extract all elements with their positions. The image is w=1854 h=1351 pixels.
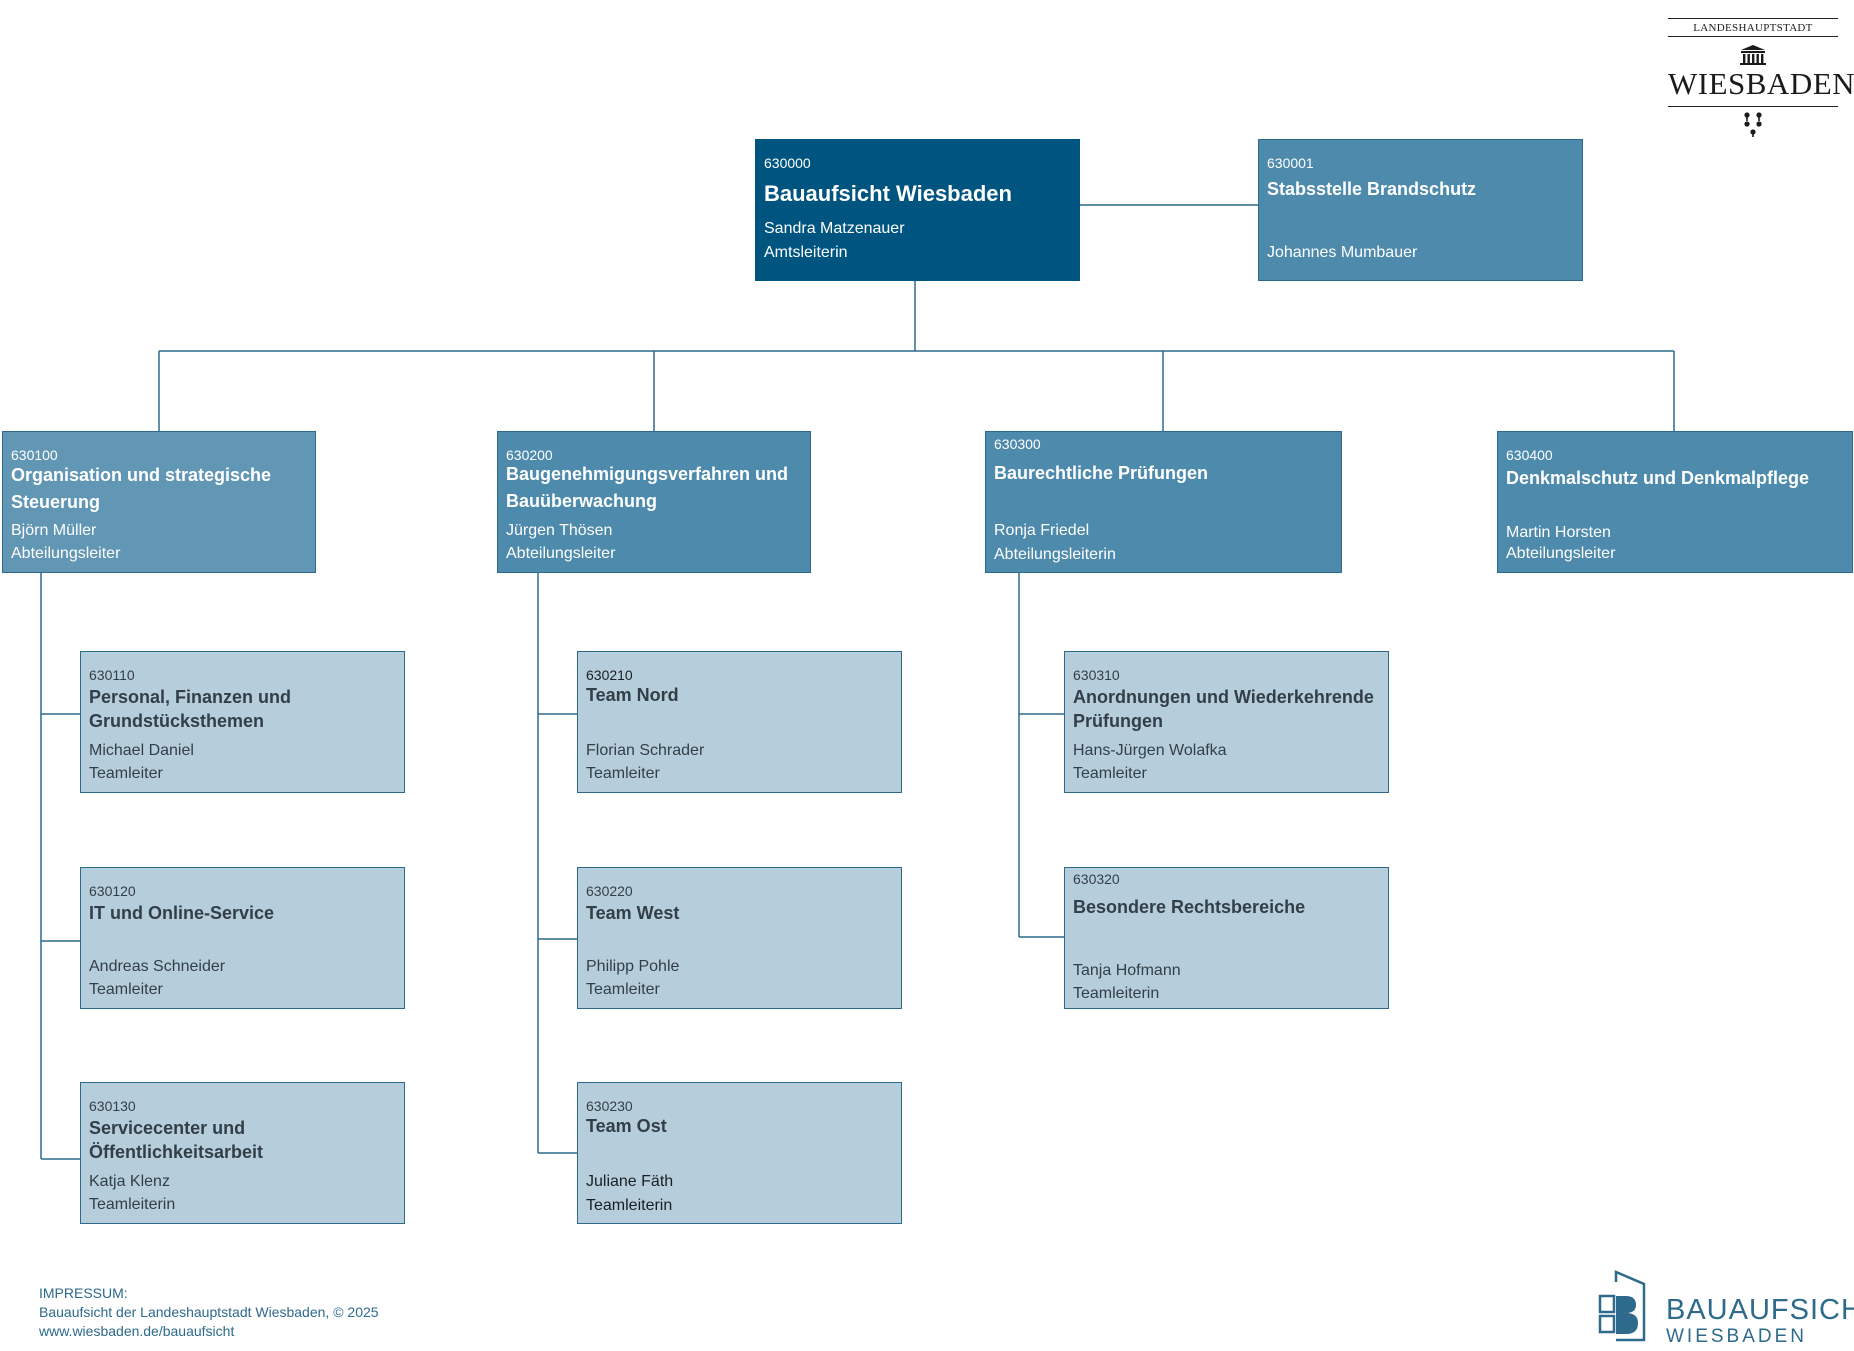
unit-title: Team West	[586, 903, 680, 923]
unit-person: Katja Klenz	[89, 1173, 170, 1190]
unit-person: Ronja Friedel	[994, 522, 1090, 539]
unit-person: Michael Daniel	[89, 742, 194, 759]
unit-title: Bauaufsicht Wiesbaden	[764, 181, 1012, 206]
team-630120[interactable]: 630120 IT und Online-Service Andreas Sch…	[80, 867, 405, 1009]
unit-person: Jürgen Thösen	[506, 522, 613, 539]
unit-title: Anordnungen und Wiederkehrende Prüfungen	[1073, 687, 1374, 731]
team-630320[interactable]: 630320 Besondere Rechtsbereiche Tanja Ho…	[1064, 867, 1389, 1009]
unit-role: Amtsleiterin	[764, 244, 848, 261]
brand-word-2: WIESBADEN	[1666, 1326, 1808, 1347]
unit-person: Philipp Pohle	[586, 958, 680, 975]
unit-title: Personal, Finanzen und Grundstücksthemen	[89, 687, 292, 731]
unit-title: Baurechtliche Prüfungen	[994, 463, 1209, 483]
wiesbaden-city-logo: LANDESHAUPTSTADT WIESBADEN	[1668, 14, 1854, 137]
unit-code: 630220	[586, 883, 633, 899]
unit-person: Hans-Jürgen Wolafka	[1073, 742, 1227, 759]
team-630230[interactable]: 630230 Team Ost Juliane Fäth Teamleiteri…	[577, 1082, 902, 1224]
unit-person: Andreas Schneider	[89, 958, 226, 975]
unit-title: Denkmalschutz und Denkmalpflege	[1506, 468, 1810, 488]
unit-code: 630000	[764, 155, 811, 171]
unit-role: Abteilungsleiter	[506, 545, 616, 562]
unit-code: 630130	[89, 1098, 136, 1114]
unit-title: Besondere Rechtsbereiche	[1073, 897, 1306, 917]
impressum-line-1: Bauaufsicht der Landeshauptstadt Wiesbad…	[39, 1304, 379, 1320]
unit-title: Stabsstelle Brandschutz	[1267, 179, 1477, 199]
unit-role: Teamleiter	[1073, 765, 1147, 782]
unit-code: 630230	[586, 1098, 633, 1114]
unit-title: IT und Online-Service	[89, 903, 275, 923]
team-630210[interactable]: 630210 Team Nord Florian Schrader Teamle…	[577, 651, 902, 793]
unit-person: Björn Müller	[11, 522, 97, 539]
org-unit-head[interactable]: 630000 Bauaufsicht Wiesbaden Sandra Matz…	[755, 139, 1080, 281]
unit-code: 630110	[89, 667, 135, 683]
team-630130[interactable]: 630130 Servicecenter und Öffentlichkeits…	[80, 1082, 405, 1224]
unit-title: Servicecenter und Öffentlichkeitsarbeit	[89, 1118, 264, 1162]
department-630200[interactable]: 630200 Baugenehmigungsverfahren und Bauü…	[497, 431, 811, 573]
unit-code: 630100	[11, 447, 58, 463]
unit-role: Abteilungsleiter	[1506, 545, 1616, 562]
team-630220[interactable]: 630220 Team West Philipp Pohle Teamleite…	[577, 867, 902, 1009]
unit-person: Martin Horsten	[1506, 524, 1611, 541]
bauaufsicht-logo: BAUAUFSICHT WIESBADEN	[1596, 1268, 1854, 1347]
unit-role: Abteilungsleiter	[11, 545, 121, 562]
unit-person: Juliane Fäth	[586, 1173, 674, 1190]
brand-word-1: BAUAUFSICHT	[1666, 1294, 1854, 1326]
unit-role: Teamleiter	[89, 981, 163, 998]
impressum: IMPRESSUM: Bauaufsicht der Landeshauptst…	[39, 1284, 379, 1341]
unit-title: Team Nord	[586, 685, 679, 705]
logo-rule	[1668, 106, 1838, 107]
logo-top-label: LANDESHAUPTSTADT	[1668, 18, 1838, 37]
department-630400[interactable]: 630400 Denkmalschutz und Denkmalpflege M…	[1497, 431, 1853, 573]
unit-role: Teamleiterin	[1073, 985, 1160, 1002]
bauaufsicht-mark-icon	[1598, 1270, 1646, 1342]
impressum-label: IMPRESSUM:	[39, 1285, 128, 1301]
unit-code: 630200	[506, 447, 553, 463]
unit-person: Sandra Matzenauer	[764, 220, 905, 237]
unit-code: 630120	[89, 883, 136, 899]
unit-title: Baugenehmigungsverfahren und Bauüberwach…	[506, 464, 789, 511]
unit-title: Team Ost	[586, 1116, 667, 1136]
logo-name: WIESBADEN	[1668, 66, 1854, 101]
unit-code: 630210	[586, 667, 633, 683]
team-630110[interactable]: 630110 Personal, Finanzen und Grundstück…	[80, 651, 405, 793]
org-unit-staff[interactable]: 630001 Stabsstelle Brandschutz Johannes …	[1258, 139, 1583, 281]
unit-person: Florian Schrader	[586, 742, 705, 759]
unit-code: 630320	[1073, 871, 1120, 887]
unit-role: Teamleiter	[89, 765, 163, 782]
unit-code: 630310	[1073, 667, 1120, 683]
team-630310[interactable]: 630310 Anordnungen und Wiederkehrende Pr…	[1064, 651, 1389, 793]
unit-person: Tanja Hofmann	[1073, 962, 1181, 979]
unit-role: Teamleiter	[586, 765, 660, 782]
unit-role: Abteilungsleiterin	[994, 546, 1116, 563]
unit-code: 630400	[1506, 447, 1553, 463]
impressum-link[interactable]: www.wiesbaden.de/bauaufsicht	[39, 1323, 235, 1339]
unit-role: Teamleiterin	[586, 1197, 673, 1214]
department-630300[interactable]: 630300 Baurechtliche Prüfungen Ronja Fri…	[985, 431, 1342, 573]
unit-role: Teamleiter	[586, 981, 660, 998]
unit-code: 630300	[994, 436, 1041, 452]
unit-code: 630001	[1267, 155, 1314, 171]
unit-role: Teamleiterin	[89, 1196, 176, 1213]
department-630100[interactable]: 630100 Organisation und strategische Ste…	[2, 431, 316, 573]
unit-person: Johannes Mumbauer	[1267, 244, 1418, 261]
unit-title: Organisation und strategische Steuerung	[11, 465, 272, 512]
building-icon	[1740, 45, 1766, 65]
lily-crest-icon	[1744, 112, 1762, 137]
